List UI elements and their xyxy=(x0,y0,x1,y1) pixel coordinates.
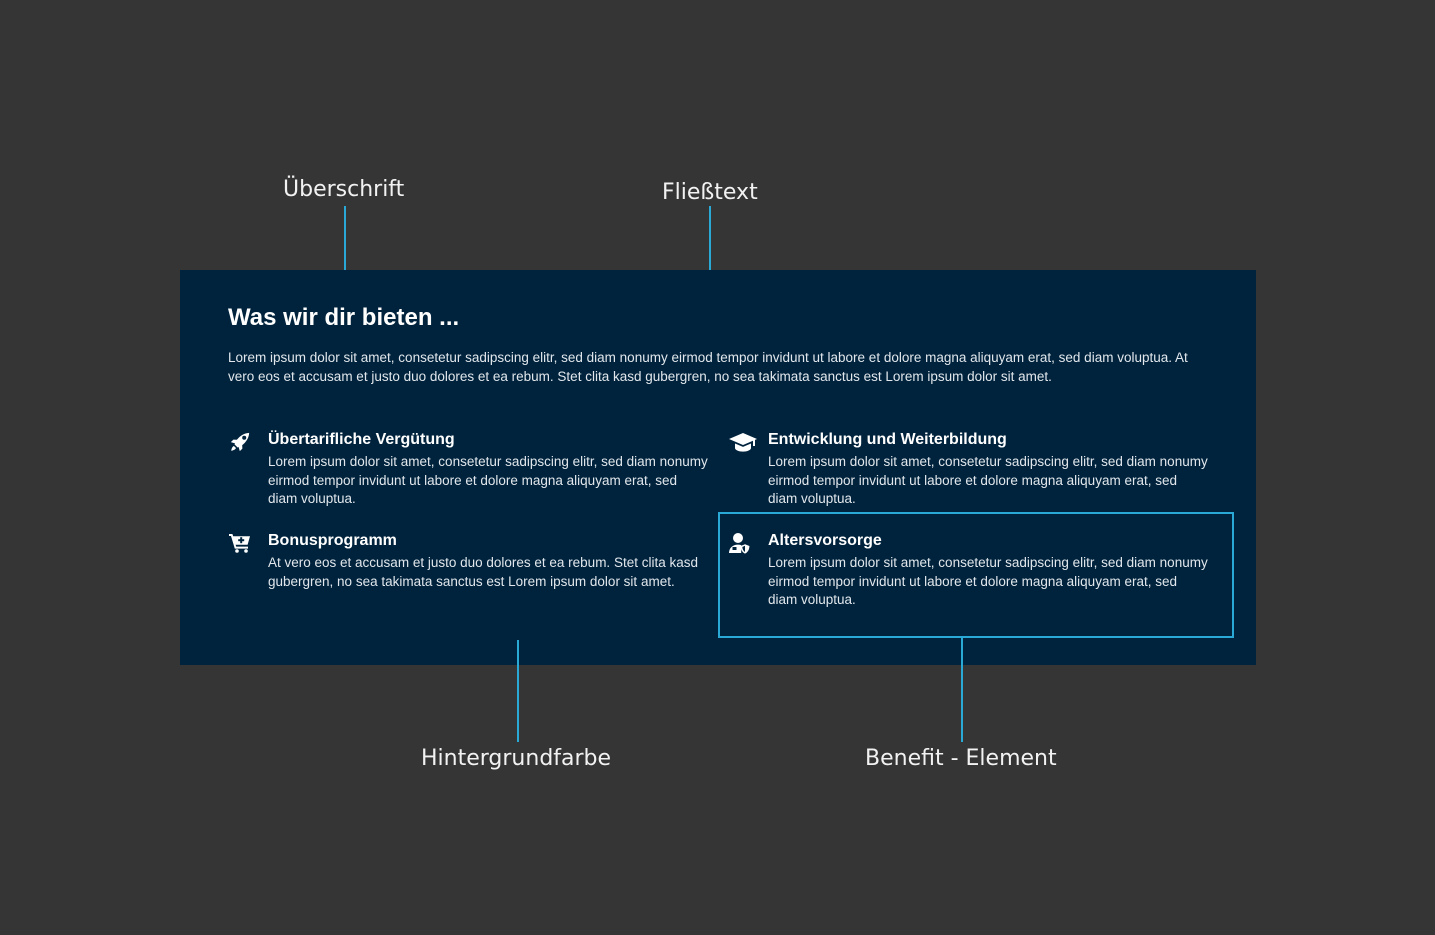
panel-body-text: Lorem ipsum dolor sit amet, consetetur s… xyxy=(228,350,1188,384)
annotation-heading-label: Überschrift xyxy=(283,177,405,202)
benefit-title: Übertarifliche Vergütung xyxy=(268,431,455,448)
annotation-benefit-line xyxy=(961,638,963,742)
annotation-benefit-label: Benefit - Element xyxy=(865,746,1057,771)
annotation-background-line xyxy=(517,640,519,742)
graduation-cap-icon xyxy=(728,431,757,453)
panel-heading: Was wir dir bieten ... xyxy=(228,304,460,331)
benefit-text: Lorem ipsum dolor sit amet, consetetur s… xyxy=(768,454,1208,507)
benefit-title: Bonusprogramm xyxy=(268,532,397,549)
user-shield-icon xyxy=(728,532,754,554)
benefit-text: Lorem ipsum dolor sit amet, consetetur s… xyxy=(768,555,1208,608)
annotation-body-label: Fließtext xyxy=(662,180,758,205)
rocket-icon xyxy=(228,431,254,453)
benefit-title: Entwicklung und Weiterbildung xyxy=(768,431,1007,448)
benefit-title: Altersvorsorge xyxy=(768,532,882,549)
annotation-background-label: Hintergrundfarbe xyxy=(421,746,612,771)
cart-plus-icon xyxy=(228,532,254,554)
benefit-text: Lorem ipsum dolor sit amet, consetetur s… xyxy=(268,454,708,507)
annotation-heading-line xyxy=(344,206,346,298)
benefit-text: At vero eos et accusam et justo duo dolo… xyxy=(268,555,698,589)
benefit-highlight-box xyxy=(718,512,1234,638)
